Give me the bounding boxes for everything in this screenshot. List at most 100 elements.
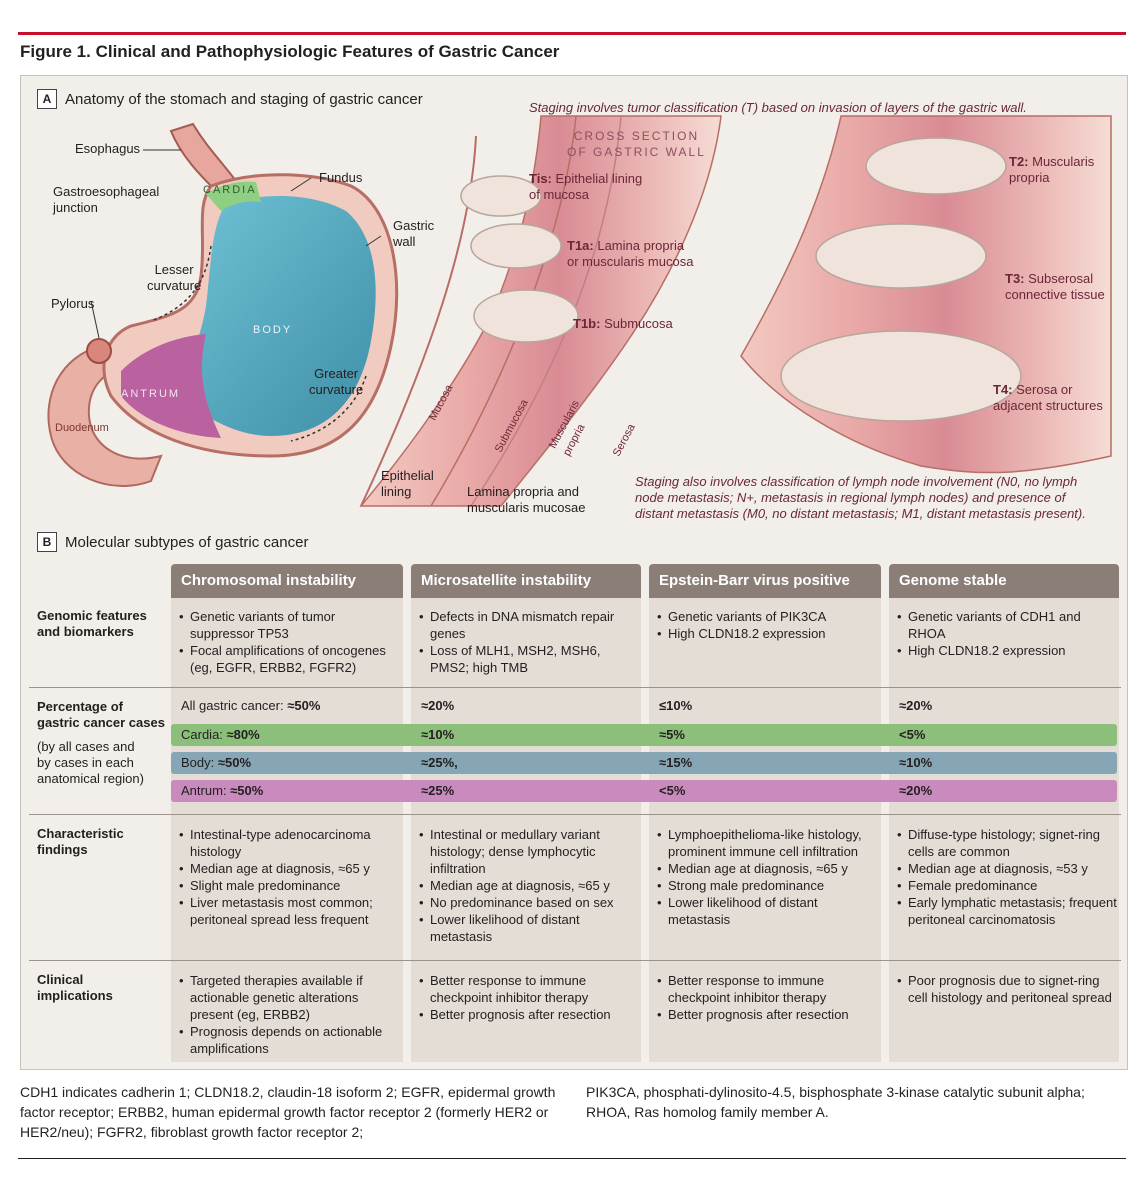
list-item: High CLDN18.2 expression <box>897 642 1117 659</box>
cell-clinical-gs: Poor prognosis due to signet-ring cell h… <box>897 972 1117 1006</box>
pct-antrum-msi: ≈25% <box>421 783 455 798</box>
greater-curvature-arrow <box>290 375 367 442</box>
cell-clinical-ebv: Better response to immune checkpoint inh… <box>657 972 879 1023</box>
column-header-genome-stable: Genome stable <box>889 564 1119 598</box>
list-item: Lymphoepithelioma-like histology, promin… <box>657 826 879 860</box>
cell-genomic-gs: Genetic variants of CDH1 and RHOA High C… <box>897 608 1117 659</box>
list-item: Better response to immune checkpoint inh… <box>657 972 879 1006</box>
column-header-microsatellite-instability: Microsatellite instability <box>411 564 641 598</box>
list-item: Median age at diagnosis, ≈65 y <box>419 877 639 894</box>
pct-cardia-msi: ≈10% <box>421 727 455 742</box>
list-item: Focal amplifications of oncogenes (eg, E… <box>179 642 401 676</box>
section-b-letter: B <box>37 532 57 552</box>
duodenum-shape <box>47 344 163 487</box>
top-rule <box>18 32 1126 35</box>
list-item: No predominance based on sex <box>419 894 639 911</box>
section-a-letter: A <box>37 89 57 109</box>
cell-findings-ebv: Lymphoepithelioma-like histology, promin… <box>657 826 879 928</box>
pct-body-msi: ≈25%, <box>421 755 458 770</box>
stomach-cardia <box>206 181 261 211</box>
stage-tis: Tis: Epithelial lining of mucosa <box>529 171 643 202</box>
cell-findings-gs: Diffuse-type histology; signet-ring cell… <box>897 826 1117 928</box>
pct-body-gs: ≈10% <box>899 755 933 770</box>
cell-genomic-cin: Genetic variants of tumor suppressor TP5… <box>179 608 401 676</box>
cell-genomic-msi: Defects in DNA mismatch repair genes Los… <box>419 608 639 676</box>
list-item: Better prognosis after resection <box>419 1006 639 1023</box>
label-antrum: ANTRUM <box>121 388 181 400</box>
list-item: Intestinal or medullary variant histolog… <box>419 826 639 877</box>
list-item: Poor prognosis due to signet-ring cell h… <box>897 972 1117 1006</box>
pct-antrum-label: Antrum: ≈50% <box>181 783 264 798</box>
list-item: Median age at diagnosis, ≈65 y <box>657 860 879 877</box>
band-antrum <box>171 780 1117 802</box>
list-item: Genetic variants of tumor suppressor TP5… <box>179 608 401 642</box>
staging-note-top: Staging involves tumor classification (T… <box>529 100 1027 115</box>
section-a-title: Anatomy of the stomach and staging of ga… <box>65 90 423 108</box>
pct-body-ebv: ≈15% <box>659 755 693 770</box>
pct-body-label: Body: ≈50% <box>181 755 252 770</box>
pct-antrum-ebv: <5% <box>659 783 686 798</box>
stage-t4: T4: Serosa or adjacent structures <box>993 382 1103 413</box>
list-item: Genetic variants of CDH1 and RHOA <box>897 608 1117 642</box>
pct-all-gs: ≈20% <box>899 698 933 713</box>
cell-genomic-ebv: Genetic variants of PIK3CA High CLDN18.2… <box>657 608 879 642</box>
stomach-antrum <box>121 334 221 438</box>
section-b-label: B Molecular subtypes of gastric cancer <box>37 532 308 552</box>
list-item: Slight male predominance <box>179 877 401 894</box>
pct-all-msi: ≈20% <box>421 698 455 713</box>
lesser-curvature-arrow <box>150 245 212 322</box>
column-header-ebv-positive: Epstein-Barr virus positive <box>649 564 881 598</box>
pct-cardia-label: Cardia: ≈80% <box>181 727 260 742</box>
row-divider <box>29 687 1121 688</box>
list-item: Loss of MLH1, MSH2, MSH6, PMS2; high TMB <box>419 642 639 676</box>
stage-t1b: T1b: Submucosa <box>573 316 673 331</box>
label-body: BODY <box>253 324 293 336</box>
band-cardia <box>171 724 1117 746</box>
staging-note-bottom: Staging also involves classification of … <box>635 474 1086 521</box>
section-a-label: A Anatomy of the stomach and staging of … <box>37 89 423 109</box>
anatomy-illustration <box>47 115 1112 507</box>
list-item: Targeted therapies available if actionab… <box>179 972 401 1023</box>
list-item: Liver metastasis most common; peritoneal… <box>179 894 401 928</box>
stage-t3: T3: Subserosal connective tissue <box>1005 271 1105 302</box>
list-item: Better prognosis after resection <box>657 1006 879 1023</box>
list-item: Lower likelihood of distant metastasis <box>419 911 639 945</box>
pct-all-label: All gastric cancer: ≈50% <box>181 698 321 713</box>
label-esophagus: Esophagus <box>75 141 141 156</box>
figure-title: Figure 1. Clinical and Pathophysiologic … <box>20 42 560 61</box>
section-b-title: Molecular subtypes of gastric cancer <box>65 533 309 551</box>
cell-clinical-msi: Better response to immune checkpoint inh… <box>419 972 639 1023</box>
row-divider <box>29 814 1121 815</box>
list-item: Better response to immune checkpoint inh… <box>419 972 639 1006</box>
footnote-left: CDH1 indicates cadherin 1; CLDN18.2, cla… <box>20 1084 556 1140</box>
pylorus-shape <box>86 338 112 364</box>
list-item: Genetic variants of PIK3CA <box>657 608 879 625</box>
list-item: Lower likelihood of distant metastasis <box>657 894 879 928</box>
stage-t2: T2: Muscularis propria <box>1009 154 1095 185</box>
list-item: Diffuse-type histology; signet-ring cell… <box>897 826 1117 860</box>
list-item: Prognosis depends on actionable amplific… <box>179 1023 401 1057</box>
stomach-body <box>181 195 376 436</box>
band-body <box>171 752 1117 774</box>
label-cardia: CARDIA <box>203 184 257 196</box>
bottom-rule <box>18 1158 1126 1159</box>
label-duodenum: Duodenum <box>55 422 109 434</box>
list-item: Intestinal-type adenocarcinoma histology <box>179 826 401 860</box>
footnote-right: PIK3CA, phosphati-dylinosito-4.5, bispho… <box>586 1084 1085 1120</box>
row-divider <box>29 960 1121 961</box>
list-item: Median age at diagnosis, ≈65 y <box>179 860 401 877</box>
pct-cardia-gs: <5% <box>899 727 926 742</box>
cell-clinical-cin: Targeted therapies available if actionab… <box>179 972 401 1057</box>
list-item: High CLDN18.2 expression <box>657 625 879 642</box>
